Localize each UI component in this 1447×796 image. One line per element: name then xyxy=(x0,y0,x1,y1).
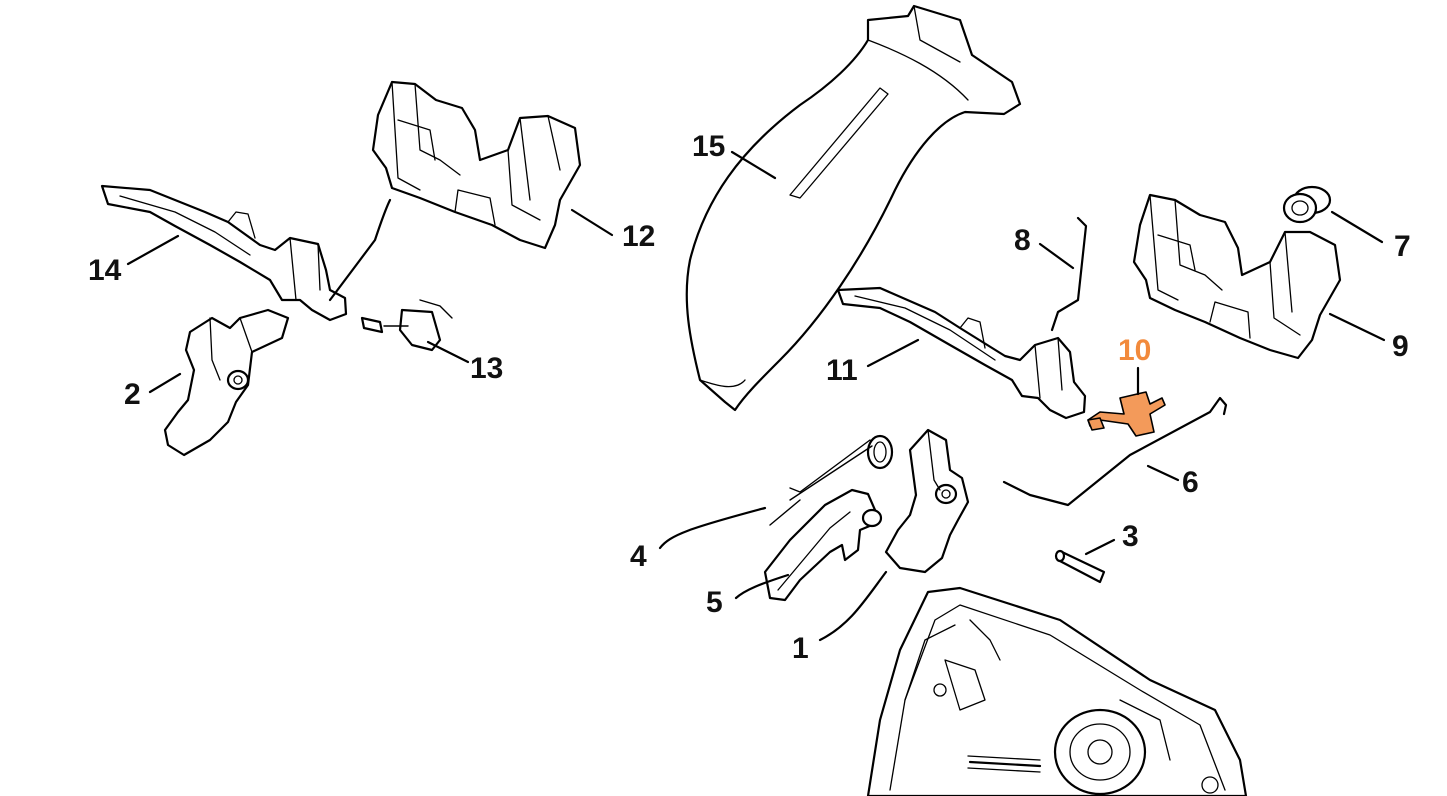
part-3-pin xyxy=(1054,549,1106,584)
leader-8 xyxy=(1038,242,1075,270)
callout-3: 3 xyxy=(1122,520,1139,553)
leader-2 xyxy=(148,372,182,394)
callout-6: 6 xyxy=(1182,466,1199,499)
part-14-throttle-shaft xyxy=(100,184,392,322)
callout-2: 2 xyxy=(124,378,141,411)
part-15-handle xyxy=(685,4,1022,412)
callout-13: 13 xyxy=(470,352,503,385)
part-8-rod xyxy=(1050,216,1088,332)
leader-9 xyxy=(1328,312,1386,342)
leader-1 xyxy=(818,570,888,642)
callout-5: 5 xyxy=(706,586,723,619)
leader-13 xyxy=(426,340,470,364)
part-11-throttle-shaft xyxy=(836,286,1087,420)
part-12-housing xyxy=(371,80,582,250)
part-9-housing xyxy=(1132,193,1342,360)
leader-lines xyxy=(126,150,1386,642)
leader-3 xyxy=(1084,538,1116,556)
callout-4: 4 xyxy=(630,540,647,573)
leader-5 xyxy=(734,573,790,600)
part-5-trigger xyxy=(763,488,883,602)
leader-12 xyxy=(570,208,614,237)
callout-14: 14 xyxy=(88,254,122,287)
callout-11: 11 xyxy=(826,354,858,387)
part-4-spring xyxy=(769,434,894,526)
callout-1: 1 xyxy=(792,632,809,665)
callout-7: 7 xyxy=(1394,230,1411,263)
leader-6 xyxy=(1146,464,1180,482)
leader-7 xyxy=(1330,210,1384,244)
part-1-bracket xyxy=(884,428,970,574)
callout-9: 9 xyxy=(1392,330,1409,363)
leader-4 xyxy=(658,506,767,550)
part-2-bracket xyxy=(163,308,290,457)
leader-11 xyxy=(866,338,920,368)
callout-15: 15 xyxy=(692,130,725,163)
part-10-clip xyxy=(1087,391,1166,437)
callout-10: 10 xyxy=(1118,334,1151,367)
part-6-rod xyxy=(1002,396,1228,507)
callouts: 15 12 14 13 2 8 7 9 11 10 6 3 4 5 1 xyxy=(88,130,1411,665)
engine-housing xyxy=(866,586,1248,796)
part-7-grommet xyxy=(1282,185,1332,224)
part-13-spring xyxy=(360,299,453,352)
callout-8: 8 xyxy=(1014,224,1031,257)
leader-14 xyxy=(126,234,180,266)
callout-12: 12 xyxy=(622,220,655,253)
leader-15 xyxy=(730,150,777,180)
